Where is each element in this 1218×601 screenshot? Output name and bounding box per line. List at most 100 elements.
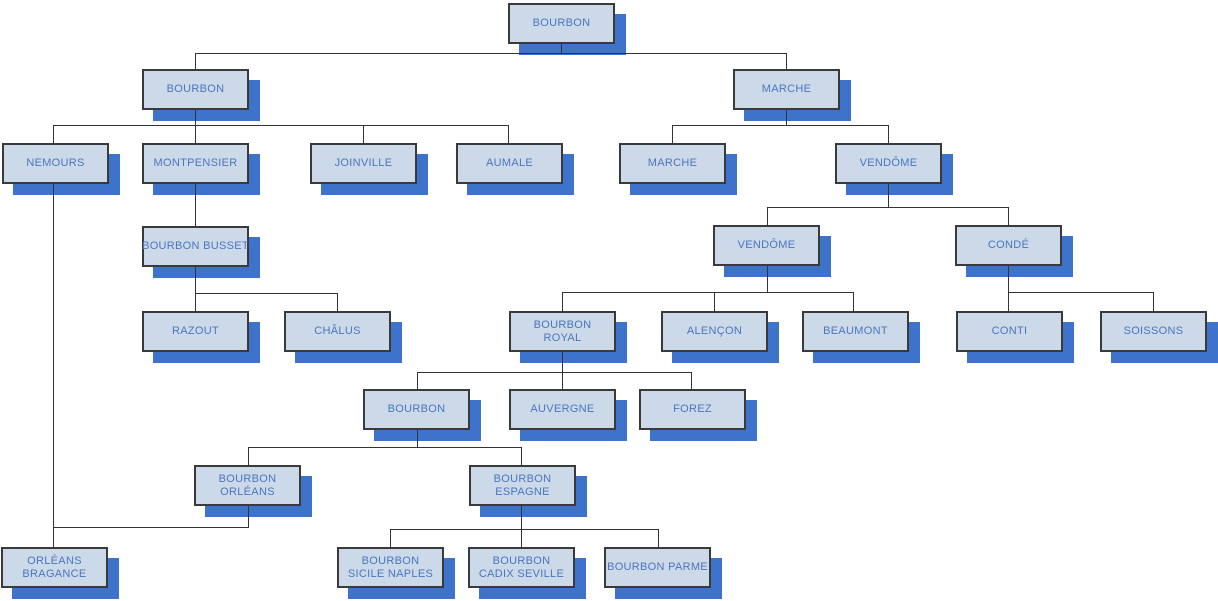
connector-line xyxy=(1008,266,1009,312)
tree-node-aumale: AUMALE xyxy=(456,143,563,184)
node-label: VENDÔME xyxy=(859,157,918,169)
tree-node-bourbon-root: BOURBON xyxy=(508,3,615,44)
connector-line xyxy=(53,125,509,126)
connector-line xyxy=(888,125,889,144)
node-label: BOURBON BUSSET xyxy=(142,240,249,252)
node-label: BOURBON xyxy=(533,318,592,331)
node-label: SICILE NAPLES xyxy=(347,567,434,580)
node-label: BOURBON xyxy=(361,554,420,567)
connector-line xyxy=(714,292,715,312)
tree-node-chalus: CHÂLUS xyxy=(284,311,391,352)
connector-line xyxy=(248,506,249,528)
tree-node-marche-1: MARCHE xyxy=(733,69,840,110)
node-label: VENDÔME xyxy=(737,239,796,251)
node-label: RAZOUT xyxy=(171,325,220,337)
node-label: CADIX SEVILLE xyxy=(478,567,565,580)
node-label: AUVERGNE xyxy=(530,403,595,415)
node-label: JOINVILLE xyxy=(334,157,393,169)
connector-line xyxy=(195,125,196,144)
connector-line xyxy=(417,430,418,448)
connector-line xyxy=(561,44,562,54)
tree-node-bourbon-3: BOURBON xyxy=(363,389,470,430)
node-label: BOURBON xyxy=(493,472,552,485)
node-label: BOURBON xyxy=(492,554,551,567)
tree-node-razout: RAZOUT xyxy=(142,311,249,352)
node-label: BRAGANCE xyxy=(22,567,87,580)
connector-line xyxy=(562,352,563,373)
tree-node-joinville: JOINVILLE xyxy=(310,143,417,184)
tree-node-conti: CONTI xyxy=(956,311,1063,352)
connector-line xyxy=(691,372,692,390)
connector-line xyxy=(195,267,196,312)
tree-node-soissons: SOISSONS xyxy=(1100,311,1207,352)
connector-line xyxy=(672,125,889,126)
connector-line xyxy=(672,125,673,144)
connector-line xyxy=(853,292,854,312)
connector-line xyxy=(786,110,787,126)
connector-line xyxy=(363,125,364,144)
connector-line xyxy=(562,292,854,293)
node-label: CONTI xyxy=(991,325,1028,337)
node-label: NEMOURS xyxy=(26,157,85,169)
tree-node-conde: CONDÉ xyxy=(955,225,1062,266)
node-label: MARCHE xyxy=(647,157,698,169)
connector-line xyxy=(417,372,692,373)
connector-line xyxy=(888,184,889,208)
connector-line xyxy=(767,266,768,293)
connector-line xyxy=(53,527,249,528)
node-label: SOISSONS xyxy=(1123,325,1184,337)
node-label: ORLÉANS xyxy=(220,485,275,498)
connector-line xyxy=(562,292,563,312)
node-label: BEAUMONT xyxy=(823,325,888,337)
connector-line xyxy=(53,125,54,144)
node-label: ALENÇON xyxy=(686,325,743,337)
connector-line xyxy=(767,207,768,226)
tree-node-alencon: ALENÇON xyxy=(661,311,768,352)
connector-line xyxy=(786,53,787,70)
connector-line xyxy=(521,447,522,466)
tree-node-bourbon-busset: BOURBON BUSSET xyxy=(142,226,249,267)
tree-node-vendome-1: VENDÔME xyxy=(835,143,942,184)
node-label: CONDÉ xyxy=(987,239,1030,251)
tree-node-auvergne: AUVERGNE xyxy=(509,389,616,430)
tree-node-forez: FOREZ xyxy=(639,389,746,430)
connector-line xyxy=(195,184,196,227)
connector-line xyxy=(390,529,659,530)
connector-line xyxy=(521,506,522,548)
connector-line xyxy=(767,207,1009,208)
connector-line xyxy=(195,53,196,70)
connector-line xyxy=(195,53,787,54)
node-label: ESPAGNE xyxy=(495,485,550,498)
connector-line xyxy=(248,447,249,466)
node-label: BOURBON xyxy=(166,83,225,95)
node-label: BOURBON xyxy=(218,472,277,485)
node-label: ROYAL xyxy=(543,331,582,344)
node-label: BOURBON PARME xyxy=(607,561,708,573)
connector-line xyxy=(248,447,522,448)
connector-line xyxy=(195,110,196,126)
tree-node-bourbon-2: BOURBON xyxy=(142,69,249,110)
connector-line xyxy=(53,184,54,548)
tree-node-bourbon-parme: BOURBON PARME xyxy=(604,547,711,588)
connector-line xyxy=(562,372,563,390)
node-label: BOURBON xyxy=(532,17,591,29)
connector-line xyxy=(417,372,418,390)
node-label: FOREZ xyxy=(673,403,712,415)
node-label: CHÂLUS xyxy=(314,325,361,337)
connector-line xyxy=(1008,292,1154,293)
node-label: MONTPENSIER xyxy=(153,157,238,169)
tree-node-nemours: NEMOURS xyxy=(2,143,109,184)
tree-node-beaumont: BEAUMONT xyxy=(802,311,909,352)
node-label: ORLÉANS xyxy=(27,554,82,567)
connector-line xyxy=(1153,292,1154,312)
connector-line xyxy=(390,529,391,548)
node-label: MARCHE xyxy=(761,83,812,95)
connector-line xyxy=(1008,207,1009,226)
connector-line xyxy=(508,125,509,144)
tree-node-vendome-2: VENDÔME xyxy=(713,225,820,266)
